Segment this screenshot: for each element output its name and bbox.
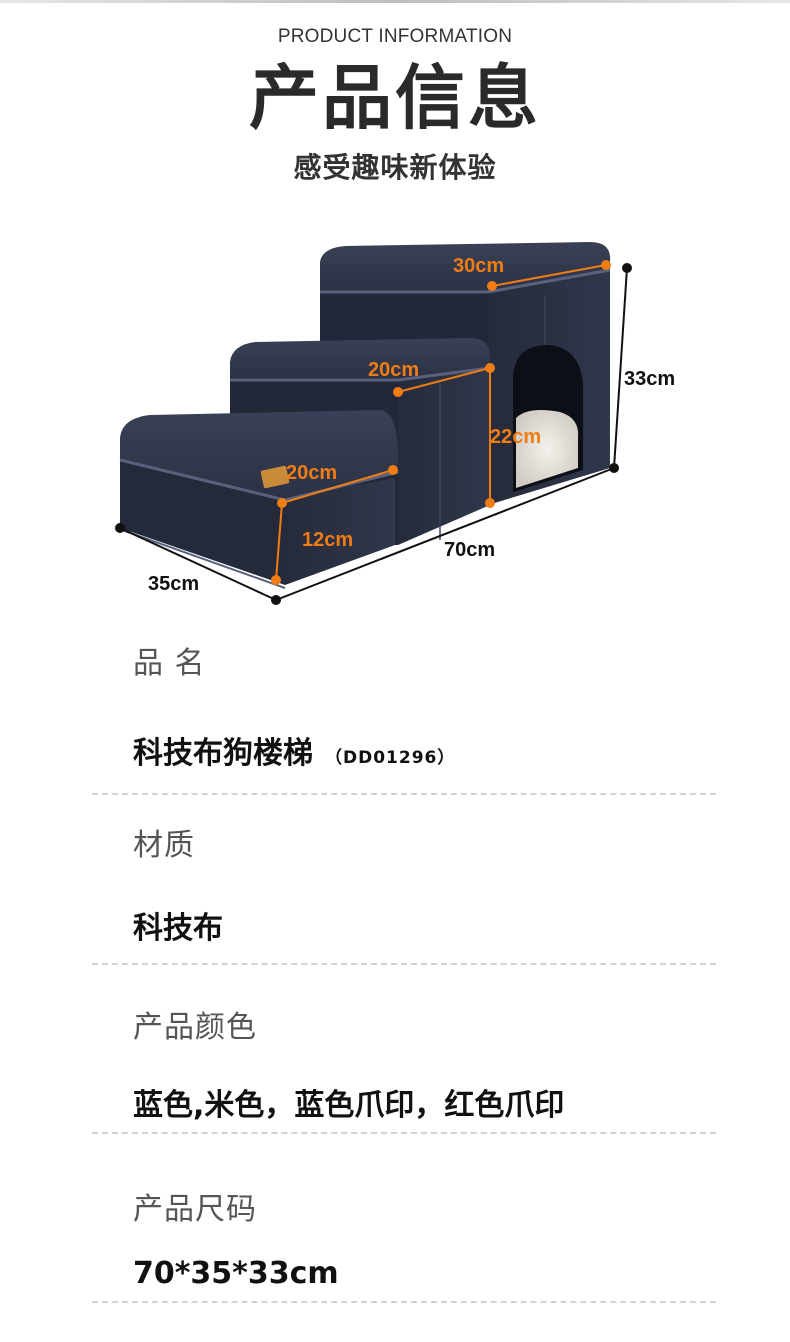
pet-stairs-drawing bbox=[119, 242, 611, 589]
spec-value-material: 科技布 bbox=[133, 911, 223, 946]
spec-label-material: 材质 bbox=[133, 828, 195, 863]
page-subtitle: 感受趣味新体验 bbox=[293, 151, 497, 184]
product-image: 30cm 20cm 22cm 20cm 12cm 33cm 70cm 35cm bbox=[0, 210, 790, 620]
product-name: 科技布狗楼梯 bbox=[133, 736, 313, 771]
divider bbox=[92, 963, 716, 965]
page-title: 产品信息 bbox=[249, 57, 541, 139]
divider bbox=[92, 1301, 716, 1303]
spec-value-name: 科技布狗楼梯 （DD01296） bbox=[133, 728, 455, 772]
divider bbox=[92, 1132, 716, 1134]
spec-value-size: 70*35*33cm bbox=[133, 1256, 339, 1291]
dim-total-length: 70cm bbox=[444, 539, 495, 561]
dim-depth: 35cm bbox=[148, 573, 199, 595]
dim-mid-width: 20cm bbox=[368, 359, 419, 381]
dim-top-width: 30cm bbox=[453, 255, 504, 277]
dim-total-height: 33cm bbox=[624, 368, 675, 390]
product-code: （DD01296） bbox=[325, 748, 456, 768]
section-eyebrow: PRODUCT INFORMATION bbox=[277, 26, 513, 47]
dim-low-height: 12cm bbox=[302, 529, 353, 551]
spec-label-color: 产品颜色 bbox=[133, 1010, 257, 1045]
spec-label-size: 产品尺码 bbox=[133, 1192, 257, 1227]
divider bbox=[92, 793, 716, 795]
dim-low-width: 20cm bbox=[286, 462, 337, 484]
top-rule bbox=[0, 0, 790, 3]
spec-label-name: 品 名 bbox=[133, 646, 206, 681]
dim-house-height: 22cm bbox=[490, 426, 541, 448]
spec-value-color: 蓝色,米色，蓝色爪印，红色爪印 bbox=[133, 1088, 565, 1123]
